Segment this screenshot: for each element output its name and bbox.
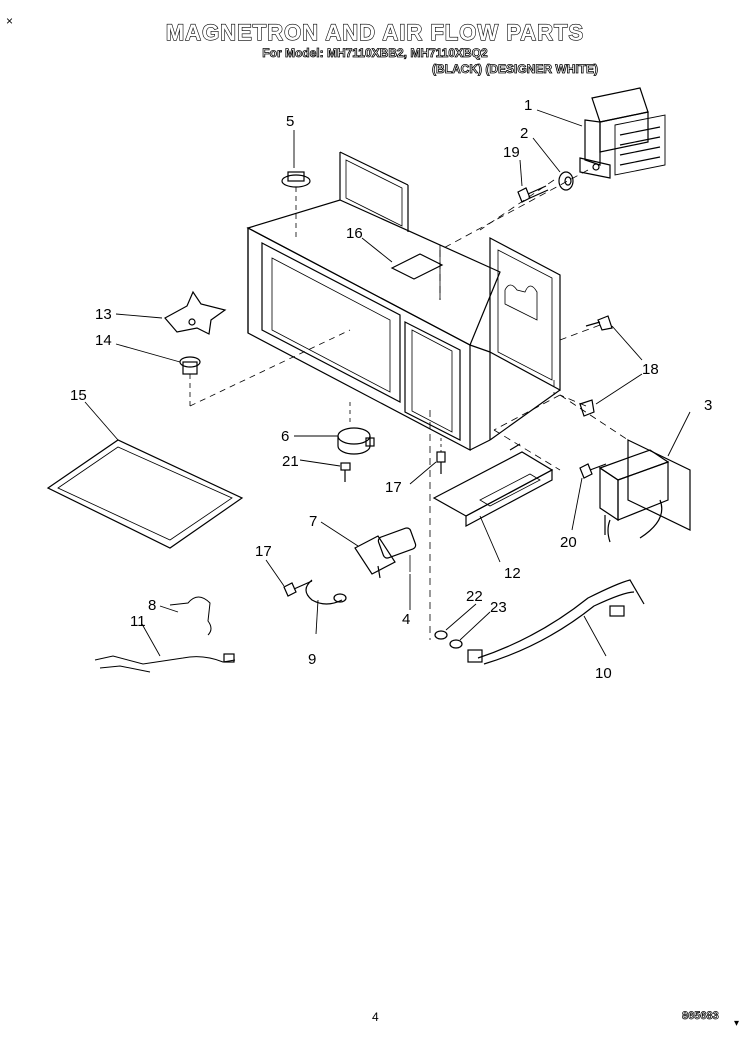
magnetron — [579, 87, 666, 179]
grease-filter — [46, 439, 244, 549]
capacitor — [377, 527, 417, 572]
callout-1: 1 — [524, 97, 532, 114]
screw-17-lower — [283, 580, 313, 597]
wire-8 — [169, 596, 212, 636]
wire-harness-10 — [467, 579, 645, 665]
front-panel — [247, 227, 471, 451]
callout-2: 2 — [520, 125, 528, 142]
callout-6: 6 — [281, 428, 289, 445]
cavity-top — [246, 151, 501, 346]
stirrer-blade — [164, 290, 227, 335]
washer-23 — [449, 639, 463, 649]
callout-14: 14 — [95, 332, 112, 349]
washer-22 — [434, 630, 448, 640]
model-line: For Model: MH7110XBB2, MH7110XBQ2 — [262, 46, 488, 61]
magnetron-washer — [558, 171, 574, 191]
callout-12: 12 — [504, 565, 521, 582]
corner-mark: × — [6, 14, 14, 28]
thermostat — [281, 171, 311, 240]
callout-23: 23 — [490, 599, 507, 616]
document-code: 865683 — [682, 1010, 719, 1023]
callout-17-upper: 17 — [385, 479, 402, 496]
color-line: (BLACK) (DESIGNER WHITE) — [432, 62, 599, 77]
callout-15: 15 — [70, 387, 87, 404]
screw-18-lower — [579, 399, 595, 417]
callout-10: 10 — [595, 665, 612, 682]
callout-17-lower: 17 — [255, 543, 272, 560]
page-title: MAGNETRON AND AIR FLOW PARTS — [165, 19, 585, 45]
callout-8: 8 — [148, 597, 156, 614]
leader-lines — [84, 109, 691, 657]
screw-20 — [579, 463, 607, 479]
diode — [305, 579, 347, 605]
page-number: 4 — [372, 1010, 379, 1024]
assembly-lines — [429, 169, 629, 640]
callout-4: 4 — [402, 611, 410, 628]
side-panel — [469, 237, 561, 451]
stirrer-motor — [337, 400, 375, 455]
wire-harness-11 — [94, 653, 236, 673]
callout-18: 18 — [642, 361, 659, 378]
callout-7: 7 — [309, 513, 317, 530]
transformer — [598, 439, 691, 543]
screw-17-upper — [436, 438, 446, 474]
callout-9: 9 — [308, 651, 316, 668]
duct-bracket — [432, 443, 554, 528]
callout-19: 19 — [503, 144, 520, 161]
callout-5: 5 — [286, 113, 294, 130]
capacitor-bracket — [354, 535, 396, 579]
callout-16: 16 — [346, 225, 363, 242]
callout-3: 3 — [704, 397, 712, 414]
callout-13: 13 — [95, 306, 112, 323]
callout-labels: 1 2 3 4 5 6 7 8 9 10 11 12 13 14 15 16 1… — [70, 97, 712, 682]
end-mark: ▾ — [734, 1018, 740, 1029]
screw-18-upper — [585, 315, 613, 331]
callout-22: 22 — [466, 588, 483, 605]
screw-21 — [340, 462, 351, 482]
callout-11: 11 — [130, 613, 146, 630]
callout-20: 20 — [560, 534, 577, 551]
callout-21: 21 — [282, 453, 299, 470]
